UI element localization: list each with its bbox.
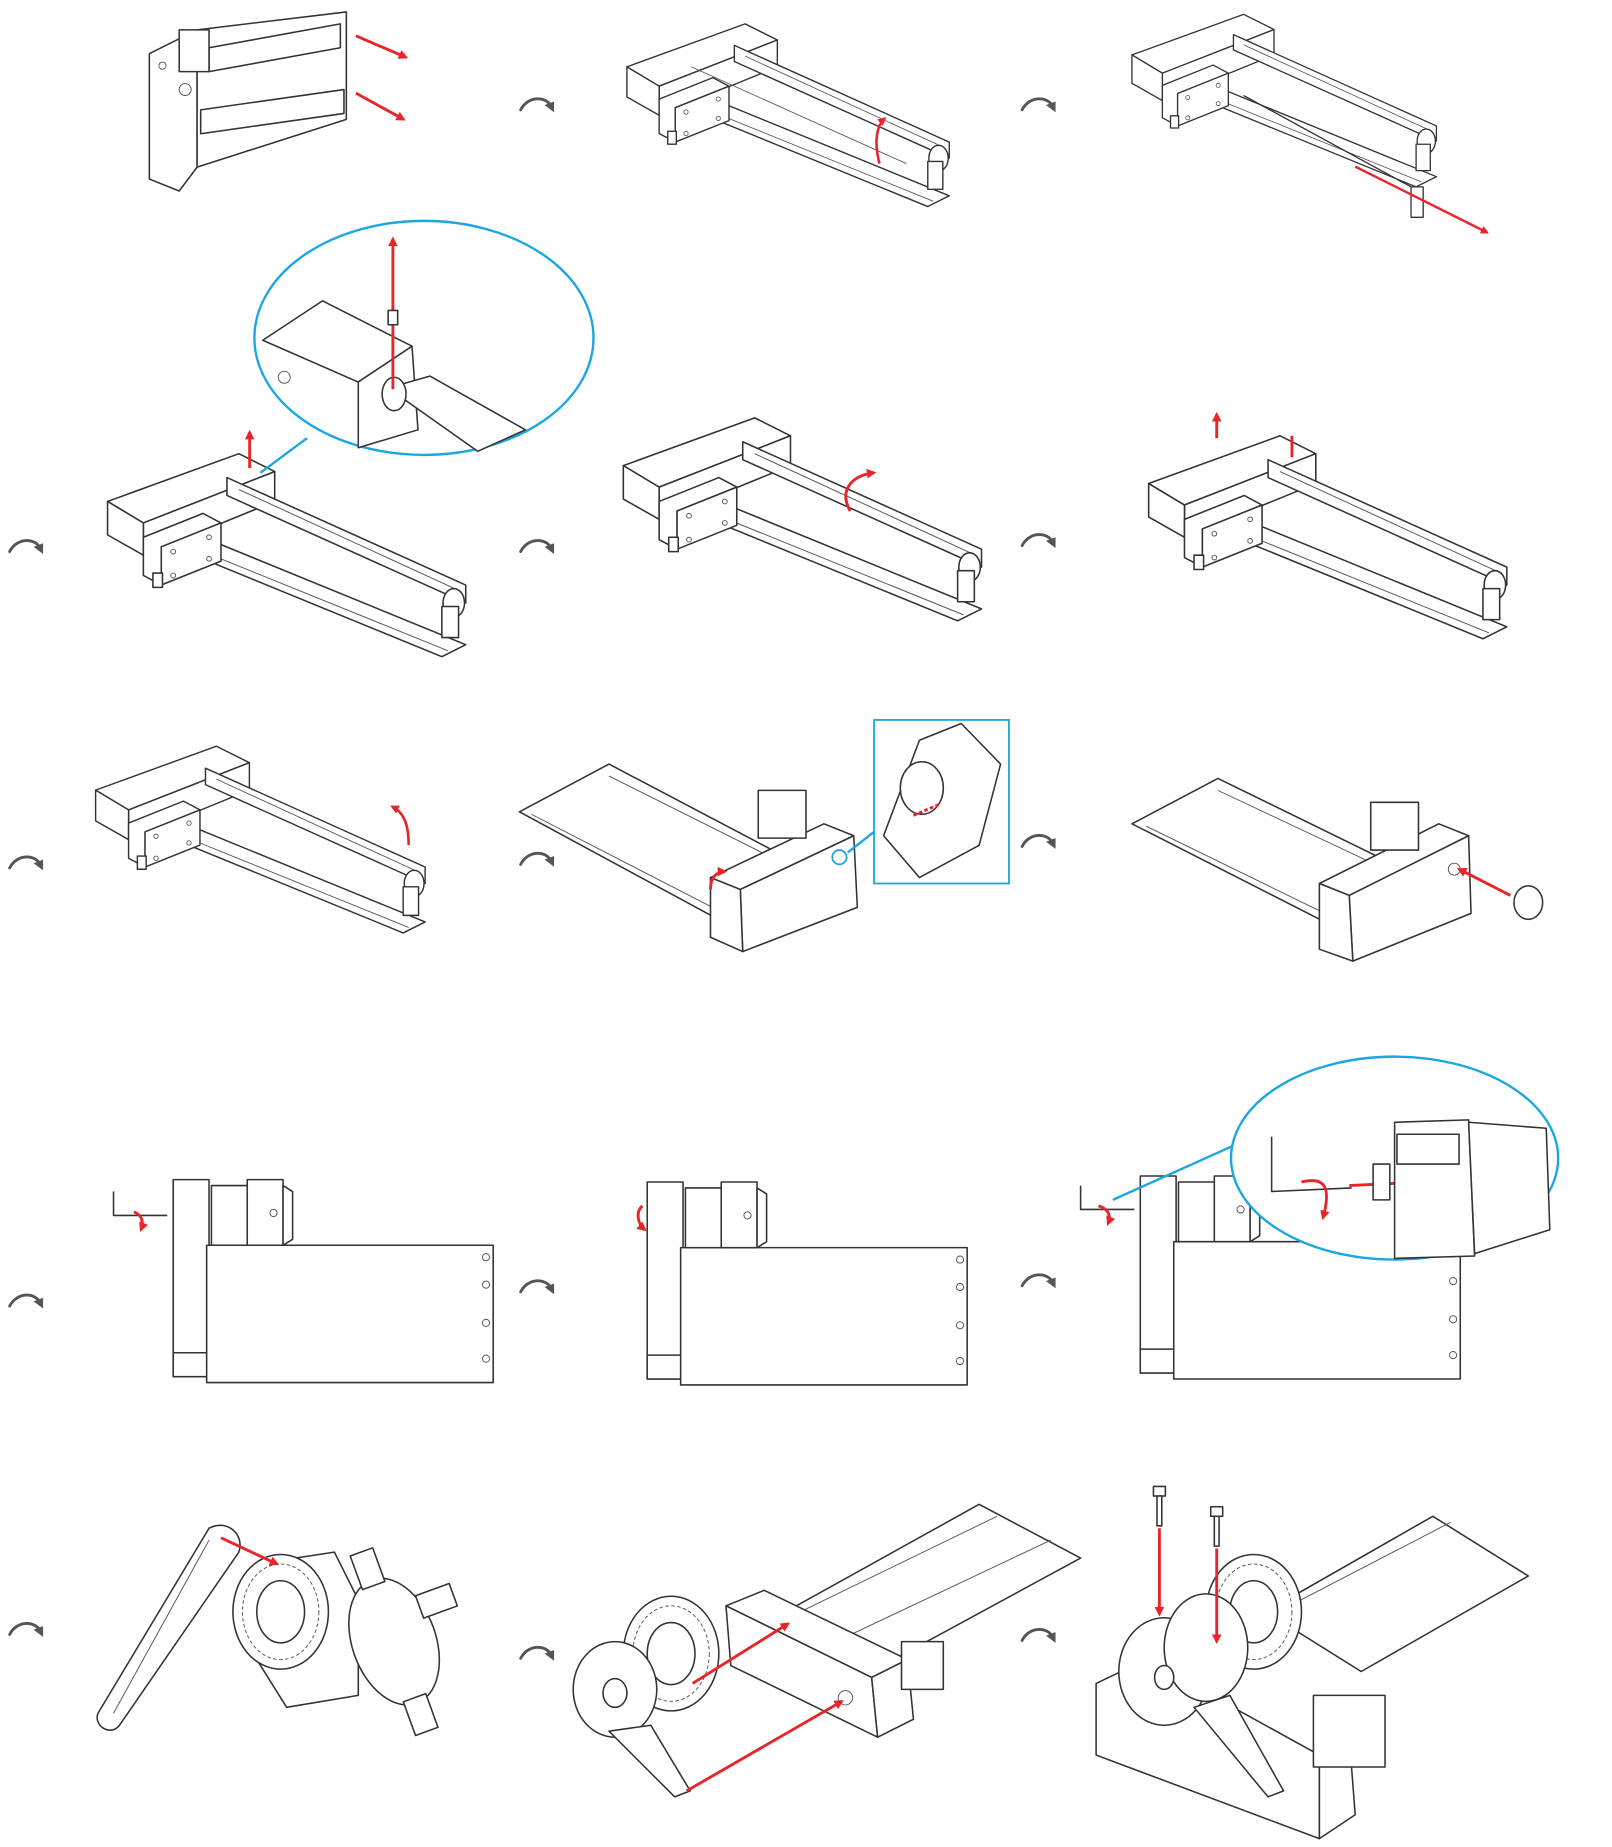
step-flow-arrow-icon [1020,97,1057,114]
step-15 [1095,1485,1530,1840]
step-flow-arrow-icon [1020,1627,1057,1645]
step-flow-arrow-icon [1020,1273,1057,1290]
step-8 [518,719,1010,953]
step-flow-arrow-icon [8,1621,45,1639]
hex-key-icon [112,1191,168,1217]
step-1 [148,11,409,192]
step-5 [622,417,983,622]
step-13 [96,1524,459,1737]
callout-leader [259,437,308,474]
detail-callout-box [873,719,1010,885]
step-6 [1147,411,1508,640]
step-flow-arrow-icon [519,97,556,114]
step-7 [94,745,426,934]
screw-icon [1209,1505,1224,1547]
step-flow-arrow-icon [519,1645,556,1663]
step-flow-arrow-icon [8,539,45,556]
step-10 [112,1178,494,1384]
hex-key-icon [1079,1185,1135,1211]
step-11 [636,1181,968,1386]
step-flow-arrow-icon [519,1279,556,1296]
step-flow-arrow-icon [519,851,556,869]
screw-icon [1152,1485,1167,1527]
step-4 [106,219,595,658]
step-flow-arrow-icon [8,855,45,872]
step-2 [626,23,950,208]
step-flow-arrow-icon [8,1293,45,1310]
step-flow-arrow-icon [1020,833,1057,851]
step-3 [1131,13,1489,234]
detail-callout-circle [253,219,595,457]
step-14 [572,1503,1082,1798]
step-flow-arrow-icon [1020,533,1057,550]
step-flow-arrow-icon [519,539,556,556]
step-9 [1131,777,1544,962]
step-12 [1079,1055,1560,1380]
detail-callout-circle [1229,1055,1560,1261]
